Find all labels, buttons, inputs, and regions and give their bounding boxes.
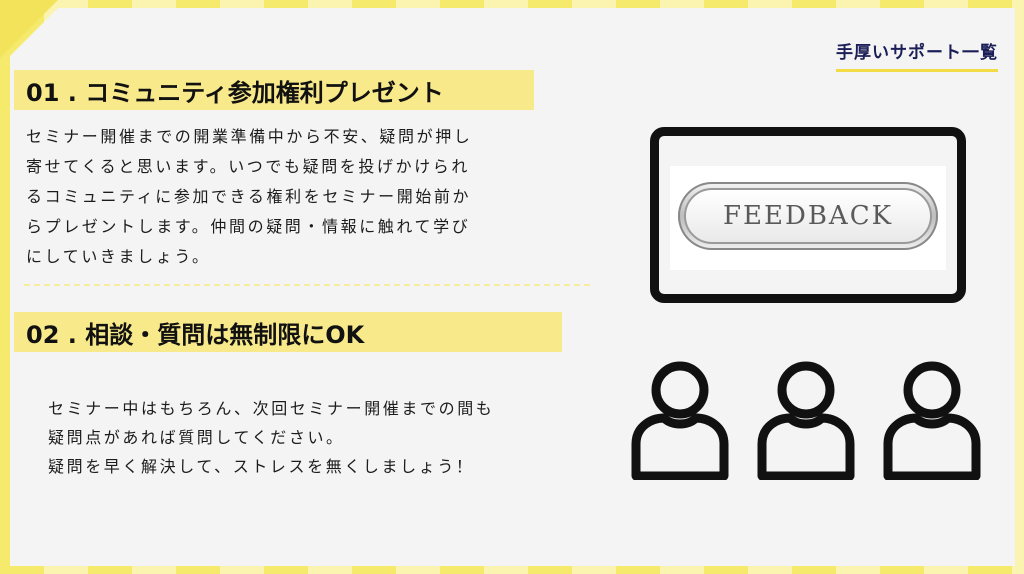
feedback-label: FEEDBACK <box>684 188 932 244</box>
section1-heading: 01 . コミュニティ参加権利プレゼント <box>14 70 534 110</box>
section2-heading: 02 . 相談・質問は無制限にOK <box>14 312 562 352</box>
section2-line: 疑問点があれば質問してください。 <box>48 428 345 447</box>
feedback-badge: FEEDBACK <box>678 182 938 250</box>
section1-line: にしていきましょう。 <box>26 247 211 266</box>
section1-line: セミナー開催までの開業準備中から不安、疑問が押し <box>26 127 473 146</box>
section2-line: 疑問を早く解決して、ストレスを無くしましょう！ <box>48 457 475 476</box>
section2-line: セミナー中はもちろん、次回セミナー開催までの間も <box>48 399 495 418</box>
section-divider <box>24 284 590 286</box>
person-icon <box>883 361 981 480</box>
person-icon <box>631 361 729 480</box>
section2-text: セミナー中はもちろん、次回セミナー開催までの間も 疑問点があれば質問してください… <box>48 394 568 481</box>
section1-text: セミナー開催までの開業準備中から不安、疑問が押し 寄せてくると思います。いつでも… <box>26 122 546 272</box>
section1-line: らプレゼントします。仲間の疑問・情報に触れて学び <box>26 217 471 236</box>
section1-line: 寄せてくると思います。いつでも疑問を投げかけられ <box>26 157 471 176</box>
person-icon <box>757 361 855 480</box>
section1-line: るコミュニティに参加できる権利をセミナー開始前か <box>26 187 472 206</box>
page-title: 手厚いサポート一覧 <box>836 38 998 72</box>
